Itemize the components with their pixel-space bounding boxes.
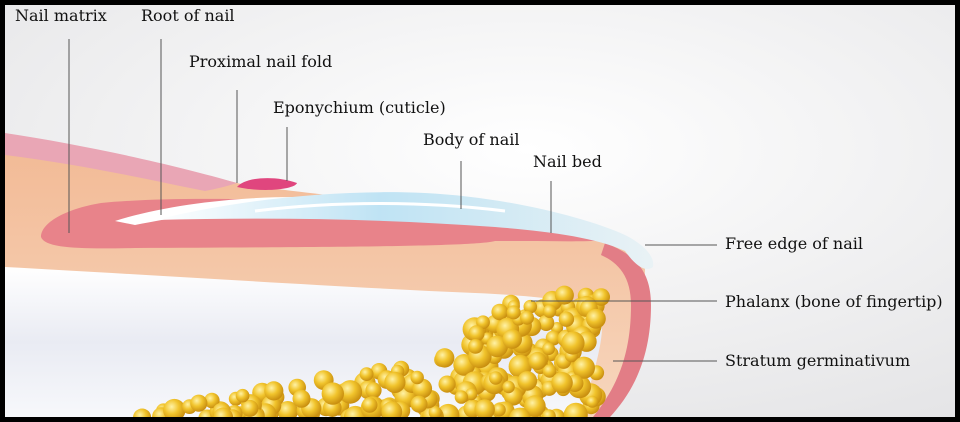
- label-proximal-nail-fold: Proximal nail fold: [189, 52, 332, 71]
- fat-globule: [502, 380, 515, 394]
- label-stratum-germinativum: Stratum germinativum: [725, 351, 910, 370]
- fat-globule: [384, 371, 406, 393]
- fat-globule: [506, 305, 521, 320]
- fat-globule: [365, 382, 382, 399]
- fat-globule: [492, 403, 506, 417]
- nail-anatomy-diagram: Nail matrix Root of nail Proximal nail f…: [5, 5, 955, 417]
- nail-body: [155, 192, 654, 270]
- fat-globule: [538, 314, 555, 331]
- fat-globule: [438, 375, 456, 393]
- fat-globule: [381, 401, 403, 417]
- fat-globule: [321, 382, 344, 405]
- fat-globule: [204, 392, 220, 409]
- fat-globule: [542, 304, 557, 318]
- label-eponychium: Eponychium (cuticle): [273, 98, 446, 117]
- fat-globule: [190, 394, 208, 412]
- fat-globule: [564, 402, 588, 417]
- fat-globule: [235, 388, 250, 403]
- fat-globule: [489, 371, 503, 385]
- label-free-edge: Free edge of nail: [725, 234, 863, 253]
- fat-globule: [213, 407, 234, 417]
- stratum-germinativum-layer: [593, 243, 651, 417]
- proximal-fold-skin: [5, 133, 237, 191]
- fat-globule: [338, 380, 363, 404]
- fat-globule: [468, 325, 485, 342]
- fat-globule: [517, 371, 538, 391]
- fat-globule: [241, 399, 259, 417]
- fat-globule: [428, 405, 442, 417]
- fat-globule: [586, 395, 599, 408]
- fat-globule: [361, 397, 378, 413]
- fat-globule: [476, 315, 490, 330]
- fat-globule: [523, 299, 538, 314]
- fat-globule: [528, 351, 547, 371]
- fat-globule: [491, 303, 509, 321]
- fat-globule: [133, 408, 152, 417]
- fat-globule: [572, 356, 596, 379]
- label-body-of-nail: Body of nail: [423, 130, 519, 149]
- fat-globule: [163, 398, 186, 417]
- fat-globule: [435, 348, 455, 368]
- nail-highlight: [254, 202, 506, 213]
- fat-globule: [520, 310, 534, 325]
- fat-globule: [410, 370, 424, 385]
- fat-globule: [410, 395, 428, 413]
- fat-globule: [542, 409, 556, 417]
- fat-globule: [359, 367, 374, 381]
- fat-globule: [474, 399, 495, 417]
- fat-globule: [586, 308, 606, 329]
- fat-globule: [551, 372, 573, 394]
- fat-globule: [277, 401, 299, 417]
- fat-globule: [468, 339, 483, 354]
- fat-globule: [558, 311, 575, 327]
- fat-globule: [542, 364, 557, 378]
- fat-globule: [465, 388, 478, 401]
- label-nail-bed: Nail bed: [533, 152, 602, 171]
- fat-globule: [554, 285, 574, 305]
- fat-globule: [454, 390, 469, 404]
- eponychium-cuticle: [237, 178, 297, 190]
- fat-globule: [524, 395, 546, 417]
- fat-globule: [509, 407, 531, 417]
- fat-globule: [502, 329, 522, 349]
- fat-globule: [264, 381, 284, 401]
- label-nail-matrix: Nail matrix: [15, 6, 107, 25]
- fat-globule: [561, 331, 585, 355]
- fat-pad: [133, 285, 610, 417]
- fat-globule: [542, 342, 555, 356]
- label-phalanx: Phalanx (bone of fingertip): [725, 292, 943, 311]
- fat-globule: [292, 389, 311, 408]
- label-root-of-nail: Root of nail: [141, 6, 235, 25]
